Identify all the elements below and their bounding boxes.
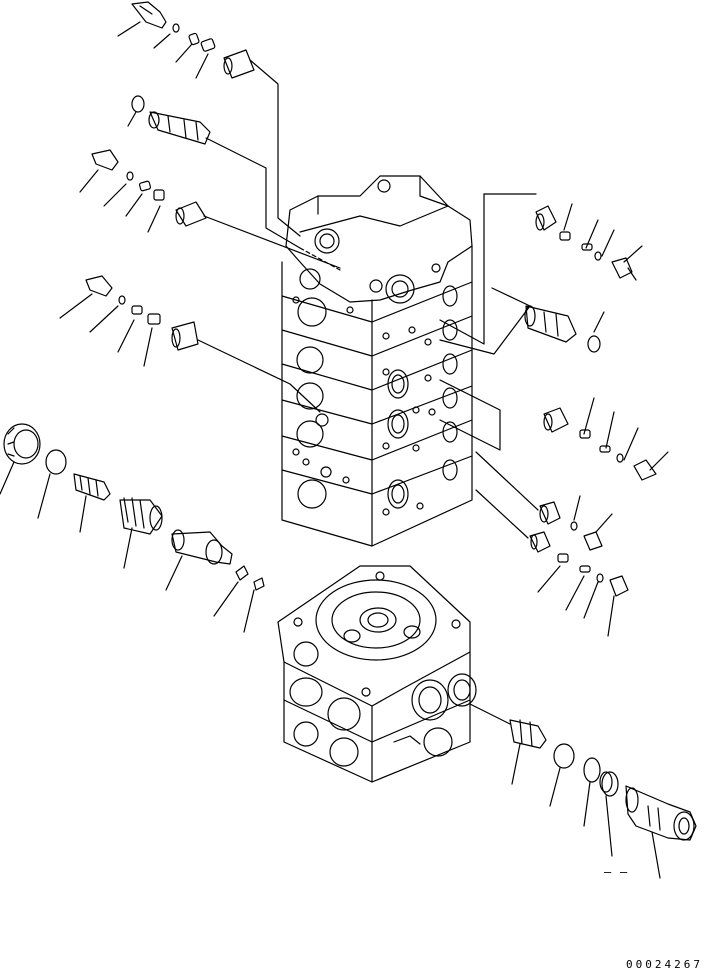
parts-lower-right [469, 703, 697, 879]
parts-upper-right [439, 193, 669, 637]
mark-right: – [620, 865, 628, 879]
drawing-number: 00024267 [626, 958, 703, 971]
parts-lower-left [0, 423, 265, 633]
parts-upper-left [59, 1, 341, 413]
upper-valve-stack [281, 175, 473, 547]
lower-valve-block [277, 565, 477, 783]
mark-left: – [604, 865, 612, 879]
